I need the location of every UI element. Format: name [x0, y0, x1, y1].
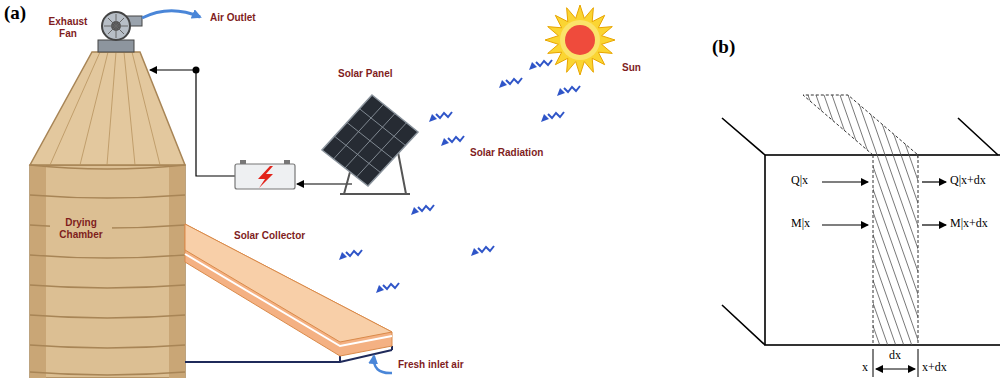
- differential-slice: [760, 95, 1000, 378]
- solar-collector: [185, 224, 392, 356]
- flux-symbol: M|x+dx: [949, 217, 989, 231]
- control-volume-box: [722, 118, 998, 345]
- sun: [565, 25, 595, 55]
- wire: [193, 67, 200, 74]
- wire: [150, 69, 196, 70]
- sun: [545, 5, 615, 75]
- drying-chamber-silo: [30, 165, 185, 378]
- sun: [560, 20, 600, 60]
- solar-radiation-arrow: [376, 283, 399, 293]
- part-label: Exhaust Fan: [46, 16, 90, 39]
- control-volume-box: [722, 118, 1000, 345]
- differential-slice: [760, 95, 1000, 378]
- solar-radiation-arrow: [441, 136, 464, 146]
- drying-chamber-silo: [30, 195, 185, 375]
- drying-chamber-silo: [30, 52, 185, 378]
- differential-slice: [803, 95, 918, 345]
- exhaust-fan: [98, 12, 142, 52]
- control-volume-box: [765, 155, 1000, 345]
- part-label: Fresh inlet air: [398, 359, 464, 371]
- flux-symbol: Q|x+dx: [949, 174, 987, 188]
- exhaust-fan: [102, 12, 130, 40]
- dimension-label: x: [862, 361, 868, 375]
- flux-arrow: [822, 224, 868, 225]
- solar-panel: [322, 95, 418, 194]
- wire: [196, 70, 235, 176]
- solar-radiation-arrow: [339, 60, 580, 293]
- solar-collector: [185, 224, 392, 362]
- solar-radiation-arrow: [557, 86, 580, 96]
- solar-radiation-arrow: [429, 112, 452, 122]
- flux-arrow: [922, 181, 946, 182]
- battery: [258, 166, 273, 188]
- flux-arrow: [922, 224, 946, 225]
- dimension-label: x+dx: [922, 361, 947, 375]
- solar-radiation-arrow: [499, 78, 522, 88]
- panel-label: (b): [712, 36, 735, 58]
- solar-radiation-arrow: [529, 60, 552, 70]
- solar-radiation-arrow: [471, 246, 494, 256]
- dimension-label: dx: [888, 349, 902, 363]
- dimension-line: [873, 349, 918, 377]
- drying-chamber-silo: [50, 52, 160, 165]
- solar-radiation-arrow: [541, 112, 564, 122]
- solar-radiation-arrow: [411, 205, 434, 215]
- panel-label: (a): [4, 2, 26, 24]
- solar-radiation-arrow: [339, 250, 362, 260]
- part-label: Solar Panel: [338, 68, 392, 80]
- solar-collector: [185, 224, 392, 342]
- air-flow-arrow: [142, 11, 200, 18]
- part-label: Solar Radiation: [470, 147, 543, 159]
- exhaust-fan: [98, 40, 134, 52]
- differential-slice: [760, 95, 1000, 378]
- battery: [235, 160, 295, 189]
- part-label: Sun: [622, 62, 641, 74]
- dimension-line: [873, 349, 918, 377]
- part-label: Air Outlet: [210, 12, 256, 24]
- part-label: Solar Collector: [234, 230, 305, 242]
- part-label: Drying Chamber: [50, 216, 112, 241]
- exhaust-fan: [104, 14, 128, 38]
- wire: [297, 183, 352, 184]
- dimension-line: [876, 369, 915, 370]
- solar-panel: [322, 95, 418, 186]
- flux-symbol: M|x: [790, 217, 811, 231]
- battery: [235, 164, 295, 189]
- flux-symbol: Q|x: [790, 174, 809, 188]
- flux-arrow: [822, 182, 946, 225]
- solar-collector: [185, 254, 392, 346]
- flux-arrow: [822, 181, 868, 182]
- solar-panel: [334, 104, 407, 177]
- drying-chamber-silo: [30, 165, 185, 169]
- inlet-air-arrow: [374, 356, 392, 373]
- drying-chamber-silo: [30, 52, 185, 165]
- sun: [545, 5, 615, 75]
